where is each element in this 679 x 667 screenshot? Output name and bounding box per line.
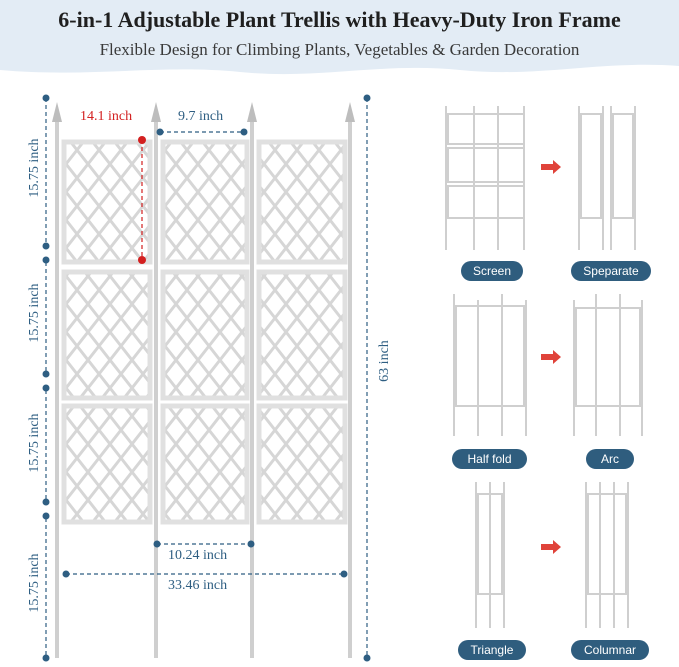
page-subtitle: Flexible Design for Climbing Plants, Veg… [99, 40, 580, 59]
trellis-drawing [42, 94, 371, 662]
header-banner: 6-in-1 Adjustable Plant Trellis with Hea… [0, 0, 679, 82]
panel-width-label: 14.1 inch [80, 109, 133, 124]
columnar-mode-thumbnail [585, 482, 629, 628]
section-height-label-1: 15.75 inch [27, 138, 42, 198]
arc-mode-thumbnail [573, 294, 643, 436]
total-height-label: 63 inch [377, 340, 392, 382]
arrow-right-icon [541, 160, 561, 174]
separate-mode-thumbnail [578, 106, 636, 250]
section-height-label-2: 15.75 inch [27, 283, 42, 343]
stake-spacing-label: 10.24 inch [168, 548, 228, 563]
lattice-panels [61, 139, 348, 525]
mode-label-half-fold: Half fold [452, 449, 527, 469]
post-finials [52, 102, 355, 122]
page-title: 6-in-1 Adjustable Plant Trellis with Hea… [58, 7, 621, 32]
header-wave-background [0, 0, 679, 75]
mode-label-triangle: Triangle [458, 640, 526, 660]
arrow-right-icon [541, 540, 561, 554]
screen-mode-thumbnail [445, 106, 525, 250]
gap-width-label: 9.7 inch [178, 109, 224, 124]
section-height-label-3: 15.75 inch [27, 413, 42, 473]
half-fold-mode-thumbnail [453, 294, 527, 436]
mode-label-arc: Arc [586, 449, 634, 469]
mode-label-columnar: Columnar [571, 640, 649, 660]
trellis-diagram: 14.1 inch 9.7 inch 15.75 inch 15.75 inch… [0, 80, 420, 662]
total-width-label: 33.46 inch [168, 578, 228, 593]
left-height-dots [42, 94, 50, 662]
arrow-right-icon [541, 350, 561, 364]
trellis-posts [55, 120, 352, 658]
mode-label-separate: Speparate [571, 261, 651, 281]
section-height-label-4: 15.75 inch [27, 553, 42, 613]
triangle-mode-thumbnail [475, 482, 505, 628]
mode-label-screen: Screen [461, 261, 523, 281]
